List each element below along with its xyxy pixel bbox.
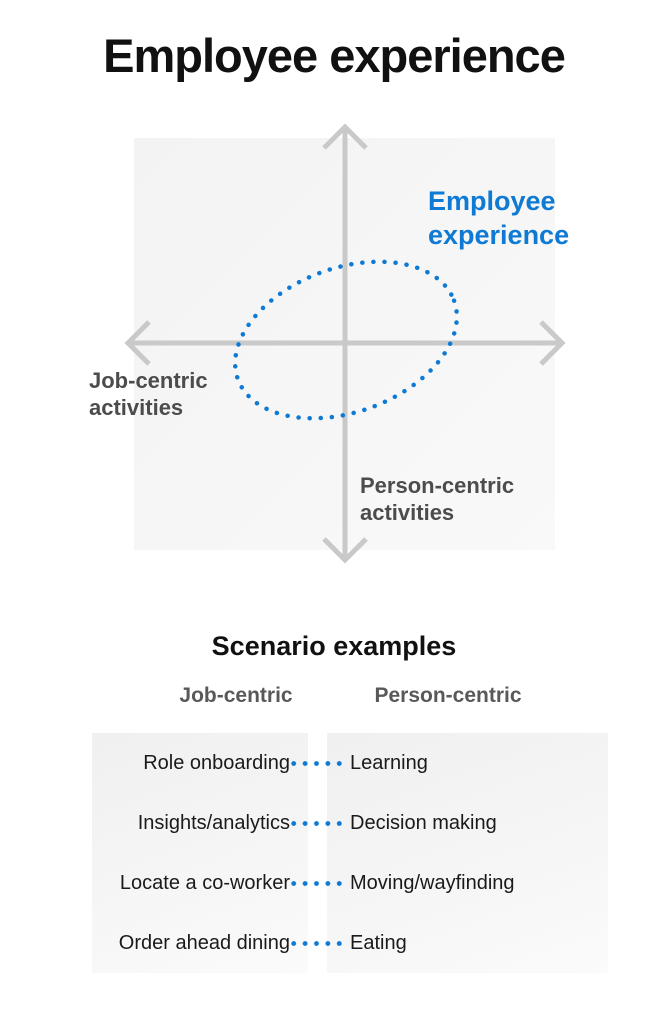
scenario-row: Locate a co-worker Moving/wayfinding [0, 853, 668, 913]
page-title: Employee experience [103, 29, 566, 82]
job-scenario-cell: Role onboarding [143, 751, 290, 774]
arrow-up-icon [322, 123, 368, 150]
quadrant-diagram [124, 123, 566, 564]
person-column-background [327, 733, 608, 973]
legend-line-1: Employee [428, 186, 556, 216]
scenario-examples-heading: Scenario examples [211, 631, 457, 661]
arrow-right-icon [539, 320, 566, 366]
scenario-row: Order ahead dining Eating [0, 913, 668, 973]
person-scenario-cell: Learning [350, 751, 428, 774]
scenario-row: Insights/analytics Decision making [0, 793, 668, 853]
column-header-job-centric: Job-centric [179, 684, 293, 707]
axes [124, 123, 566, 564]
job-column-background [92, 733, 308, 973]
arrow-left-icon [124, 320, 151, 366]
job-scenario-cell: Insights/analytics [137, 811, 290, 834]
job-scenario-cell: Order ahead dining [118, 931, 290, 954]
job-centric-activities-label: Job-centric activities [89, 368, 208, 420]
person-scenario-cell: Eating [350, 931, 407, 954]
column-header-person-centric: Person-centric [374, 684, 522, 707]
scenario-rows: Role onboarding Learning Insights/analyt… [0, 733, 668, 973]
employee-experience-label: Employee experience [428, 184, 569, 252]
person-centric-activities-label: Person-centric activities [360, 473, 515, 525]
dots-connector [290, 793, 346, 853]
arrow-down-icon [322, 537, 368, 564]
person-scenario-cell: Decision making [350, 811, 497, 834]
scenario-row: Role onboarding Learning [0, 733, 668, 793]
dots-connector [290, 853, 346, 913]
employee-experience-ellipse [232, 259, 460, 421]
legend-line-2: experience [428, 220, 570, 250]
job-scenario-cell: Locate a co-worker [119, 871, 290, 894]
dots-connector [290, 913, 346, 973]
person-scenario-cell: Moving/wayfinding [350, 871, 515, 894]
dots-connector [290, 733, 346, 793]
